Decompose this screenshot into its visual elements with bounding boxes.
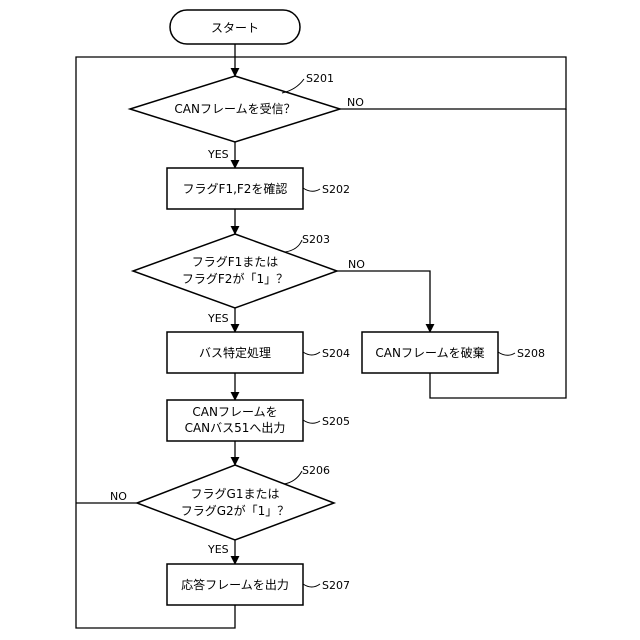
step-s203: S203	[302, 233, 330, 246]
start-label: スタート	[211, 21, 259, 35]
step-s205: S205	[322, 415, 350, 428]
s203-no-label: NO	[348, 258, 365, 271]
leader-s202	[303, 188, 320, 191]
leader-s201	[282, 79, 304, 93]
s207-label: 応答フレームを出力	[181, 577, 289, 592]
step-s208: S208	[517, 347, 545, 360]
s206-yes-label: YES	[207, 543, 229, 556]
s203-label-line2: フラグF2が「1」？	[182, 271, 288, 286]
s206-label-line1: フラグG1または	[191, 487, 280, 501]
s206-label-line2: フラグG2が「1」？	[181, 503, 290, 518]
leader-s205	[303, 420, 320, 423]
s201-yes-label: YES	[207, 148, 229, 161]
step-s204: S204	[322, 347, 350, 360]
leader-s207	[303, 584, 320, 587]
leader-s204	[303, 352, 320, 355]
s208-label: CANフレームを破棄	[375, 345, 484, 360]
leader-s208	[498, 352, 515, 355]
leader-s203	[285, 240, 302, 252]
connector-s203-no	[337, 271, 430, 332]
s205-label-line1: CANフレームを	[192, 405, 277, 419]
s205-label-line2: CANバス51へ出力	[185, 421, 286, 435]
s201-no-label: NO	[347, 96, 364, 109]
s206-no-label: NO	[110, 490, 127, 503]
step-s207: S207	[322, 579, 350, 592]
s202-label: フラグF1,F2を確認	[183, 181, 288, 196]
s203-yes-label: YES	[207, 312, 229, 325]
s201-label: CANフレームを受信？	[174, 102, 295, 116]
s203-label-line1: フラグF1または	[192, 255, 279, 269]
step-s201: S201	[306, 72, 334, 85]
step-s206: S206	[302, 464, 330, 477]
leader-s206	[284, 471, 302, 484]
step-s202: S202	[322, 183, 350, 196]
s204-label: バス特定処理	[199, 345, 271, 360]
